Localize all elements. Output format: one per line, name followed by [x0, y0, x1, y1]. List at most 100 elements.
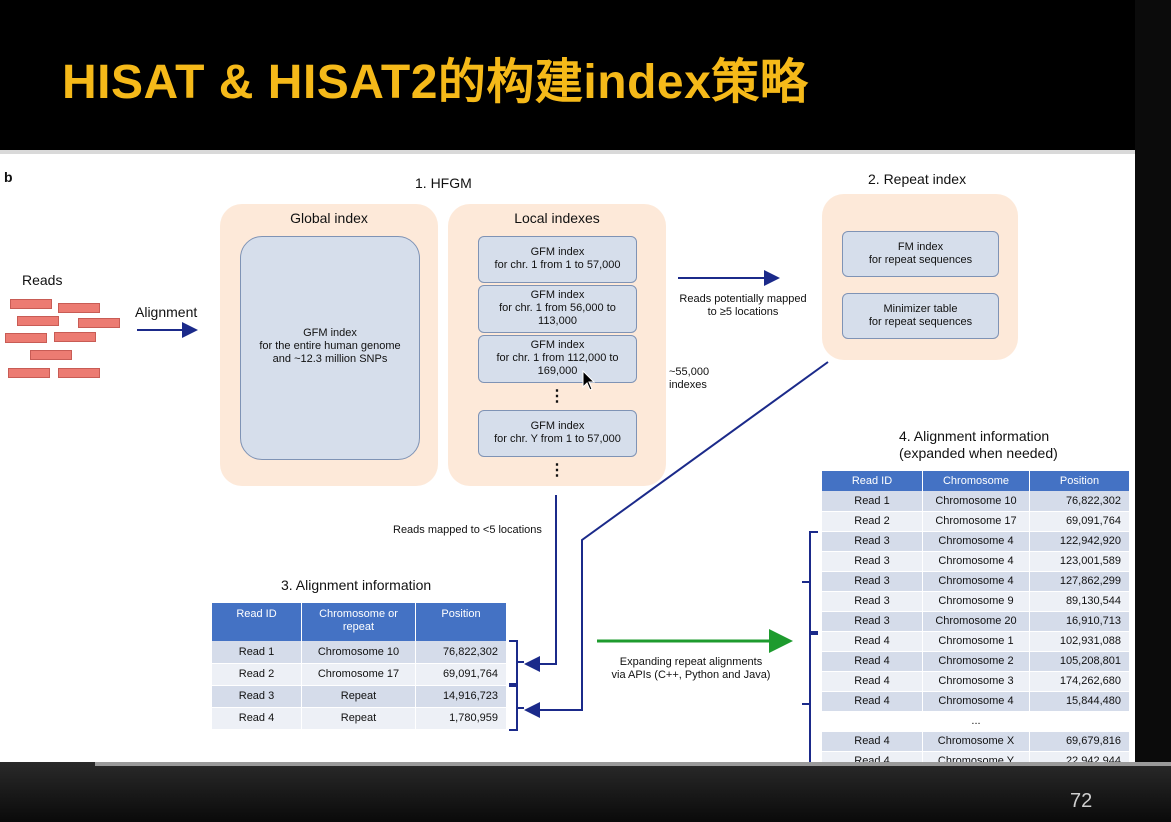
cell: Read 1 [822, 491, 923, 512]
table3-heading: 3. Alignment information [281, 577, 432, 593]
table4-heading: 4. Alignment information (expanded when … [899, 428, 1058, 461]
hfgm-heading: 1. HFGM [415, 175, 472, 191]
cell: Read 2 [212, 663, 302, 686]
cell: 127,862,299 [1029, 571, 1130, 592]
read-bar [78, 318, 120, 328]
cell: Read 4 [822, 691, 923, 712]
cell: 69,091,764 [415, 663, 507, 686]
cell: Chromosome 10 [301, 641, 416, 664]
to-repeat-label: Reads potentially mapped to ≥5 locations [679, 293, 807, 318]
global-index-title: Global index [290, 210, 368, 226]
header-cell: Read ID [212, 603, 302, 641]
cell: Read 2 [822, 511, 923, 532]
global-gfm-box: GFM index for the entire human genome an… [240, 236, 420, 460]
cell: Read 3 [822, 571, 923, 592]
mouse-cursor-icon [582, 370, 596, 391]
title-bar [0, 0, 1135, 150]
local-count-label: ~55,000 indexes [669, 366, 710, 391]
right-strip [1135, 0, 1171, 822]
read-bar [17, 316, 59, 326]
cell: Chromosome 9 [922, 591, 1030, 612]
horizontal-scrollbar[interactable] [95, 762, 1171, 766]
local-gfm-text: GFM index for chr. 1 from 56,000 to 113,… [499, 289, 616, 327]
cell: Repeat [301, 685, 416, 708]
global-gfm-text: GFM index for the entire human genome an… [259, 327, 401, 365]
cell: Chromosome 4 [922, 691, 1030, 712]
cell: Read 4 [822, 631, 923, 652]
reads-label: Reads [22, 272, 63, 288]
cell: 102,931,088 [1029, 631, 1130, 652]
cell: Chromosome 3 [922, 671, 1030, 692]
read-bar [30, 350, 72, 360]
connector-lines [137, 235, 829, 766]
cell: Read 4 [822, 731, 923, 752]
cell: 69,091,764 [1029, 511, 1130, 532]
cell [1029, 711, 1130, 732]
cell: Read 3 [822, 551, 923, 572]
header-cell: Chromosome or repeat [301, 603, 416, 641]
cell: Chromosome 17 [922, 511, 1030, 532]
local-gfm-box: GFM index for chr. 1 from 112,000 to 169… [478, 335, 637, 383]
slide-content: b Reads Alignment 1. HFGM Global index G… [0, 150, 1135, 772]
cell: Chromosome 2 [922, 651, 1030, 672]
header-cell: Chromosome [922, 471, 1030, 491]
cell: 123,001,589 [1029, 551, 1130, 572]
fm-index-text: FM index for repeat sequences [868, 241, 973, 266]
cell: Read 3 [212, 685, 302, 708]
local-gfm-box: GFM index for chr. 1 from 56,000 to 113,… [478, 285, 637, 333]
slide-title: HISAT & HISAT2的构建index策略 [62, 56, 809, 109]
cell: Read 4 [212, 707, 302, 730]
local-gfm-box: GFM index for chr. Y from 1 to 57,000 [478, 410, 637, 457]
cell: Read 3 [822, 611, 923, 632]
cell: Read 4 [822, 671, 923, 692]
slide-number: 72 [1070, 790, 1093, 812]
read-bar [54, 332, 96, 342]
cell: 174,262,680 [1029, 671, 1130, 692]
local-gfm-text: GFM index for chr. 1 from 112,000 to 169… [496, 339, 619, 377]
header-cell: Position [1029, 471, 1130, 491]
bottom-bar [0, 762, 1171, 822]
read-bar [58, 303, 100, 313]
read-bar [58, 368, 100, 378]
cell: 76,822,302 [415, 641, 507, 664]
cell: Chromosome 4 [922, 531, 1030, 552]
cell: Chromosome 20 [922, 611, 1030, 632]
cell: Chromosome 4 [922, 571, 1030, 592]
cell: Read 1 [212, 641, 302, 664]
local-gfm-box: GFM index for chr. 1 from 1 to 57,000 [478, 236, 637, 283]
expanding-label: Expanding repeat alignments via APIs (C+… [611, 656, 771, 681]
cell: Read 3 [822, 591, 923, 612]
minimizer-table-box: Minimizer table for repeat sequences [842, 293, 999, 339]
read-bar [10, 299, 52, 309]
cell: 89,130,544 [1029, 591, 1130, 612]
read-bar [8, 368, 50, 378]
local-gfm-text: GFM index for chr. Y from 1 to 57,000 [494, 420, 621, 445]
cell: Chromosome 1 [922, 631, 1030, 652]
mapped-few-arrow [524, 495, 557, 672]
cell: Chromosome 17 [301, 663, 416, 686]
minimizer-table-text: Minimizer table for repeat sequences [868, 303, 973, 328]
cell: 76,822,302 [1029, 491, 1130, 512]
cell: Chromosome 4 [922, 551, 1030, 572]
table4-bracket-1 [802, 531, 818, 633]
vdots: ⋮ [549, 388, 565, 405]
cell: Read 3 [822, 531, 923, 552]
cell: 15,844,480 [1029, 691, 1130, 712]
local-indexes-title: Local indexes [514, 210, 600, 226]
cell: 105,208,801 [1029, 651, 1130, 672]
cell: 1,780,959 [415, 707, 507, 730]
cell: ... [922, 711, 1030, 732]
read-bar [5, 333, 47, 343]
